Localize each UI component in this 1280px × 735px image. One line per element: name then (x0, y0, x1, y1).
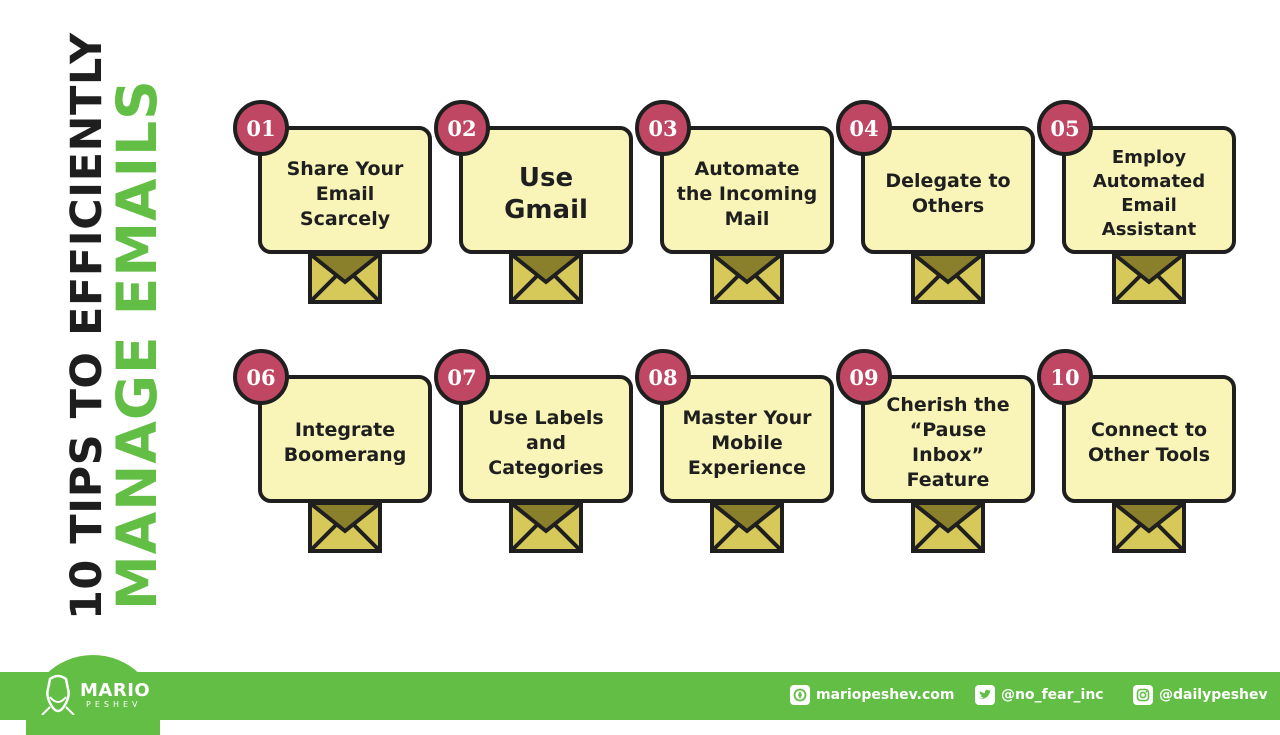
envelope-icon (911, 501, 985, 553)
tip-card-10: Connect to Other Tools 10 (1037, 349, 1237, 559)
tip-card-04: Delegate to Others 04 (836, 100, 1036, 310)
tip-number-badge: 08 (635, 349, 691, 405)
envelope-icon (1112, 252, 1186, 304)
tip-box: Delegate to Others (861, 126, 1035, 254)
tip-number-badge: 04 (836, 100, 892, 156)
tip-text: Cherish the “Pause Inbox” Feature (886, 394, 1010, 491)
logo-subtitle: PESHEV (86, 700, 142, 709)
tip-text: Connect to Other Tools (1088, 419, 1210, 466)
instagram-icon (1133, 685, 1153, 705)
tip-box: Master Your Mobile Experience (660, 375, 834, 503)
tip-text: Automate the Incoming Mail (676, 157, 818, 230)
tip-text: Employ Automated Email Assistant (1092, 147, 1206, 240)
tip-box: Use Gmail (459, 126, 633, 254)
tip-box: Connect to Other Tools (1062, 375, 1236, 503)
envelope-icon (509, 252, 583, 304)
tip-box: Share Your Email Scarcely (258, 126, 432, 254)
tip-number-badge: 02 (434, 100, 490, 156)
tip-number-badge: 09 (836, 349, 892, 405)
envelope-icon (308, 252, 382, 304)
tip-number-badge: 06 (233, 349, 289, 405)
logo-name: MARIO (80, 680, 151, 701)
tip-box: Integrate Boomerang (258, 375, 432, 503)
instagram-link[interactable]: @dailypeshev (1133, 684, 1268, 706)
tip-box: Use Labels and Categories (459, 375, 633, 503)
twitter-icon (975, 685, 995, 705)
website-text: mariopeshev.com (816, 687, 955, 703)
tip-text: Share Your Email Scarcely (286, 157, 404, 230)
tip-number-badge: 05 (1037, 100, 1093, 156)
tip-box: Employ Automated Email Assistant (1062, 126, 1236, 254)
tip-card-05: Employ Automated Email Assistant 05 (1037, 100, 1237, 310)
tip-card-03: Automate the Incoming Mail 03 (635, 100, 835, 310)
compass-icon (790, 685, 810, 705)
tip-card-08: Master Your Mobile Experience 08 (635, 349, 835, 559)
tip-number-badge: 10 (1037, 349, 1093, 405)
website-link[interactable]: mariopeshev.com (790, 684, 954, 706)
twitter-link[interactable]: @no_fear_inc (975, 684, 1104, 706)
tip-card-06: Integrate Boomerang 06 (233, 349, 433, 559)
envelope-icon (509, 501, 583, 553)
tip-text: Use Gmail (504, 163, 588, 225)
tip-text: Master Your Mobile Experience (682, 406, 812, 479)
tip-card-02: Use Gmail 02 (434, 100, 634, 310)
envelope-icon (710, 501, 784, 553)
tip-card-01: Share Your Email Scarcely 01 (233, 100, 433, 310)
page-title: 10 TIPS TO EFFICIENTLY MANAGE EMAILS (62, 32, 172, 620)
envelope-icon (1112, 501, 1186, 553)
tip-card-07: Use Labels and Categories 07 (434, 349, 634, 559)
tip-text: Integrate Boomerang (283, 419, 407, 466)
envelope-icon (911, 252, 985, 304)
instagram-handle: @dailypeshev (1159, 687, 1268, 703)
twitter-handle: @no_fear_inc (1001, 687, 1104, 703)
tip-text: Use Labels and Categories (488, 406, 604, 479)
footer-bar (0, 672, 1280, 720)
avatar-icon (41, 674, 75, 715)
title-line-2: MANAGE EMAILS (105, 79, 169, 610)
tip-text: Delegate to Others (885, 170, 1011, 217)
tip-box: Cherish the “Pause Inbox” Feature (861, 375, 1035, 503)
envelope-icon (308, 501, 382, 553)
tip-number-badge: 07 (434, 349, 490, 405)
tip-card-09: Cherish the “Pause Inbox” Feature 09 (836, 349, 1036, 559)
tip-box: Automate the Incoming Mail (660, 126, 834, 254)
envelope-icon (710, 252, 784, 304)
tip-number-badge: 03 (635, 100, 691, 156)
tip-number-badge: 01 (233, 100, 289, 156)
